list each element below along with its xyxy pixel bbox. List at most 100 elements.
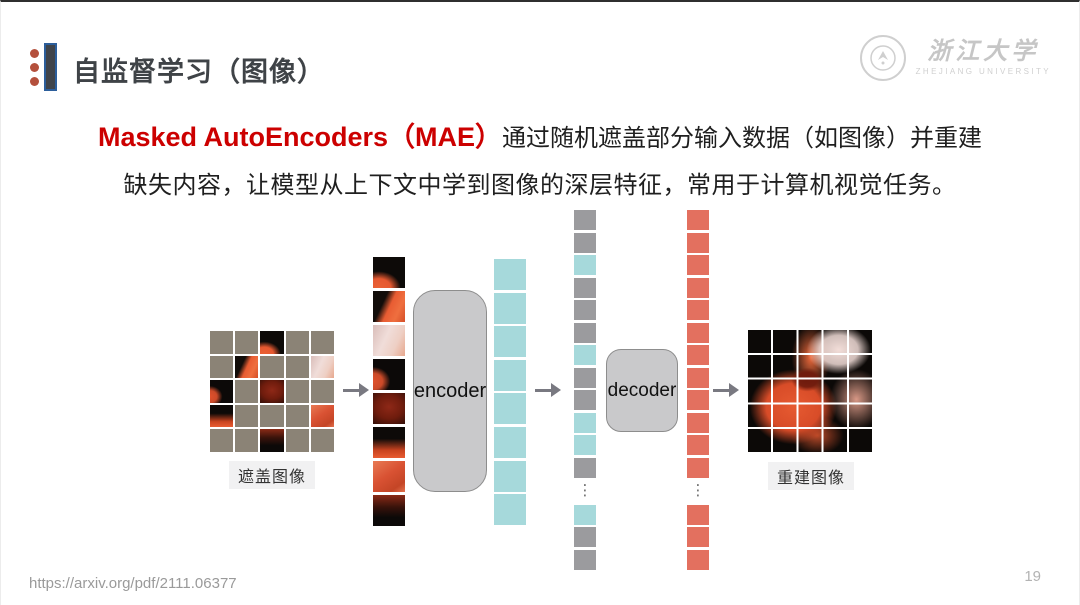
- cyan-token: [574, 435, 596, 455]
- ellipsis-decoder: ⋮: [690, 482, 706, 499]
- red-token: [687, 232, 709, 253]
- cyan-token: [494, 292, 526, 324]
- red-token: [687, 210, 709, 230]
- red-token: [687, 277, 709, 298]
- image-patch: [373, 325, 405, 356]
- masked-cell: [285, 404, 309, 428]
- gray-token: [574, 210, 596, 230]
- cyan-token: [494, 426, 526, 458]
- masked-cell: [210, 355, 234, 379]
- image-patch: [373, 291, 405, 322]
- intro-line-2: 缺失内容，让模型从上下文中学到图像的深层特征，常用于计算机视觉任务。: [123, 172, 957, 199]
- intro-paragraph: Masked AutoEncoders（MAE）通过随机遮盖部分输入数据（如图像…: [1, 120, 1079, 203]
- visible-patch-strip: [373, 257, 405, 526]
- reconstructed-image-label: 重建图像: [748, 462, 874, 490]
- vertical-bar-icon: [44, 43, 57, 91]
- intro-highlight: Masked AutoEncoders（MAE）: [97, 122, 503, 152]
- image-patch: [373, 393, 405, 424]
- red-token: [687, 435, 709, 455]
- gray-token: [574, 277, 596, 298]
- visible-cell: [310, 355, 334, 379]
- title-bullet-icon: [30, 43, 57, 91]
- image-patch: [373, 461, 405, 492]
- decoder-token-column-bottom: [687, 505, 709, 570]
- red-token: [687, 549, 709, 570]
- masked-cell: [235, 380, 259, 403]
- red-token: [687, 505, 709, 525]
- red-token: [687, 255, 709, 275]
- visible-cell: [260, 331, 284, 354]
- gray-token: [574, 527, 596, 548]
- image-patch: [373, 257, 405, 288]
- decoder-block: decoder: [606, 349, 678, 432]
- masked-cell: [235, 331, 259, 354]
- cyan-token: [574, 412, 596, 433]
- cyan-token: [494, 326, 526, 358]
- cyan-token: [494, 460, 526, 492]
- masked-cell: [310, 331, 334, 354]
- gray-token: [574, 232, 596, 253]
- arrow-right-icon: [535, 383, 561, 397]
- latent-token-column-bottom: [574, 505, 596, 570]
- page-title: 自监督学习（图像）: [73, 57, 325, 87]
- ellipsis-latent: ⋮: [577, 482, 593, 499]
- gray-token: [574, 549, 596, 570]
- visible-cell: [235, 355, 259, 379]
- gray-token: [574, 457, 596, 478]
- masked-cell: [285, 331, 309, 354]
- masked-cell: [210, 429, 234, 452]
- red-token: [687, 390, 709, 410]
- visible-cell: [210, 380, 234, 403]
- masked-cell: [260, 404, 284, 428]
- cyan-token: [574, 345, 596, 365]
- decoder-token-column: [687, 210, 709, 478]
- reconstructed-image: [748, 330, 874, 454]
- masked-cell: [285, 429, 309, 452]
- red-token: [687, 412, 709, 433]
- university-seal-icon: [859, 35, 906, 81]
- encoder-block: encoder: [413, 290, 487, 492]
- masked-cell: [235, 404, 259, 428]
- visible-cell: [260, 380, 284, 403]
- encoder-label: encoder: [413, 379, 487, 402]
- gray-token: [574, 390, 596, 410]
- page-number: 19: [1024, 568, 1041, 585]
- visible-cell: [310, 404, 334, 428]
- cyan-token: [494, 259, 526, 290]
- masked-cell: [285, 380, 309, 403]
- masked-cell: [235, 429, 259, 452]
- university-name-en: ZHEJIANG UNIVERSITY: [915, 67, 1051, 76]
- arrow-right-icon: [713, 383, 739, 397]
- masked-cell: [310, 380, 334, 403]
- university-logo: 浙江大学 ZHEJIANG UNIVERSITY: [859, 35, 1051, 81]
- masked-image: [210, 331, 334, 452]
- red-token: [687, 300, 709, 320]
- gray-token: [574, 300, 596, 320]
- red-token: [687, 527, 709, 548]
- visible-cell: [210, 404, 234, 428]
- decoder-label: decoder: [607, 379, 677, 401]
- masked-image-label: 遮盖图像: [210, 461, 334, 489]
- red-token: [687, 345, 709, 365]
- intro-line-1-rest: 通过随机遮盖部分输入数据（如图像）并重建: [502, 125, 983, 152]
- intro-line-1: Masked AutoEncoders（MAE）通过随机遮盖部分输入数据（如图像…: [1, 120, 1079, 156]
- visible-cell: [260, 429, 284, 452]
- cyan-token: [574, 255, 596, 275]
- cyan-token: [494, 393, 526, 425]
- gray-token: [574, 367, 596, 388]
- arrow-right-icon: [343, 383, 369, 397]
- three-dots-icon: [30, 48, 39, 86]
- university-name-cn: 浙江大学: [927, 38, 1040, 65]
- image-patch: [373, 359, 405, 390]
- cyan-token: [494, 359, 526, 391]
- patch-gridlines: [748, 330, 874, 454]
- red-token: [687, 457, 709, 478]
- encoder-output-tokens: [494, 259, 526, 526]
- cyan-token: [494, 494, 526, 526]
- university-name: 浙江大学 ZHEJIANG UNIVERSITY: [915, 38, 1051, 77]
- red-token: [687, 367, 709, 388]
- masked-cell: [285, 355, 309, 379]
- latent-token-column: [574, 210, 596, 478]
- source-url: https://arxiv.org/pdf/2111.06377: [29, 575, 237, 592]
